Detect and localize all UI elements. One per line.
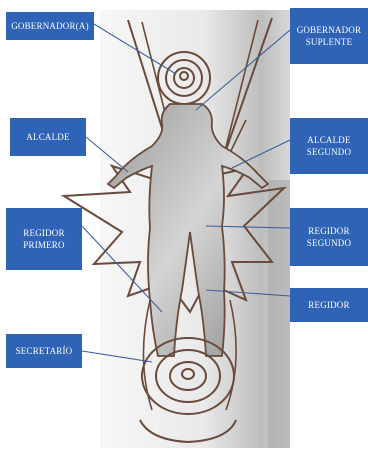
label-gobernador-suplente: GOBERNADOR SUPLENTE: [290, 8, 368, 64]
label-gobernador: GOBERNADOR(A): [6, 12, 94, 40]
label-line: REGIDOR: [308, 225, 349, 237]
label-line: PRIMERO: [23, 239, 64, 251]
label-line: ALCALDE: [307, 134, 350, 146]
label-line: SEGUNDO: [307, 237, 351, 249]
label-alcalde-segundo: ALCALDE SEGUNDO: [290, 118, 368, 174]
label-secretario: SECRETARÍO: [6, 334, 82, 368]
label-line: ALCALDE: [26, 131, 69, 143]
label-line: GOBERNADOR(A): [11, 20, 89, 32]
panel-right-shadow: [268, 180, 290, 448]
label-line: SUPLENTE: [306, 36, 353, 48]
label-line: REGIDOR: [308, 299, 349, 311]
label-regidor-segundo: REGIDOR SEGUNDO: [290, 208, 368, 266]
label-line: SECRETARÍO: [16, 345, 73, 357]
label-alcalde: ALCALDE: [10, 118, 86, 156]
label-regidor-primero: REGIDOR PRIMERO: [6, 208, 82, 270]
label-line: SEGUNDO: [307, 146, 351, 158]
label-line: GOBERNADOR: [297, 24, 362, 36]
label-line: REGIDOR: [23, 227, 64, 239]
label-regidor: REGIDOR: [290, 288, 368, 322]
